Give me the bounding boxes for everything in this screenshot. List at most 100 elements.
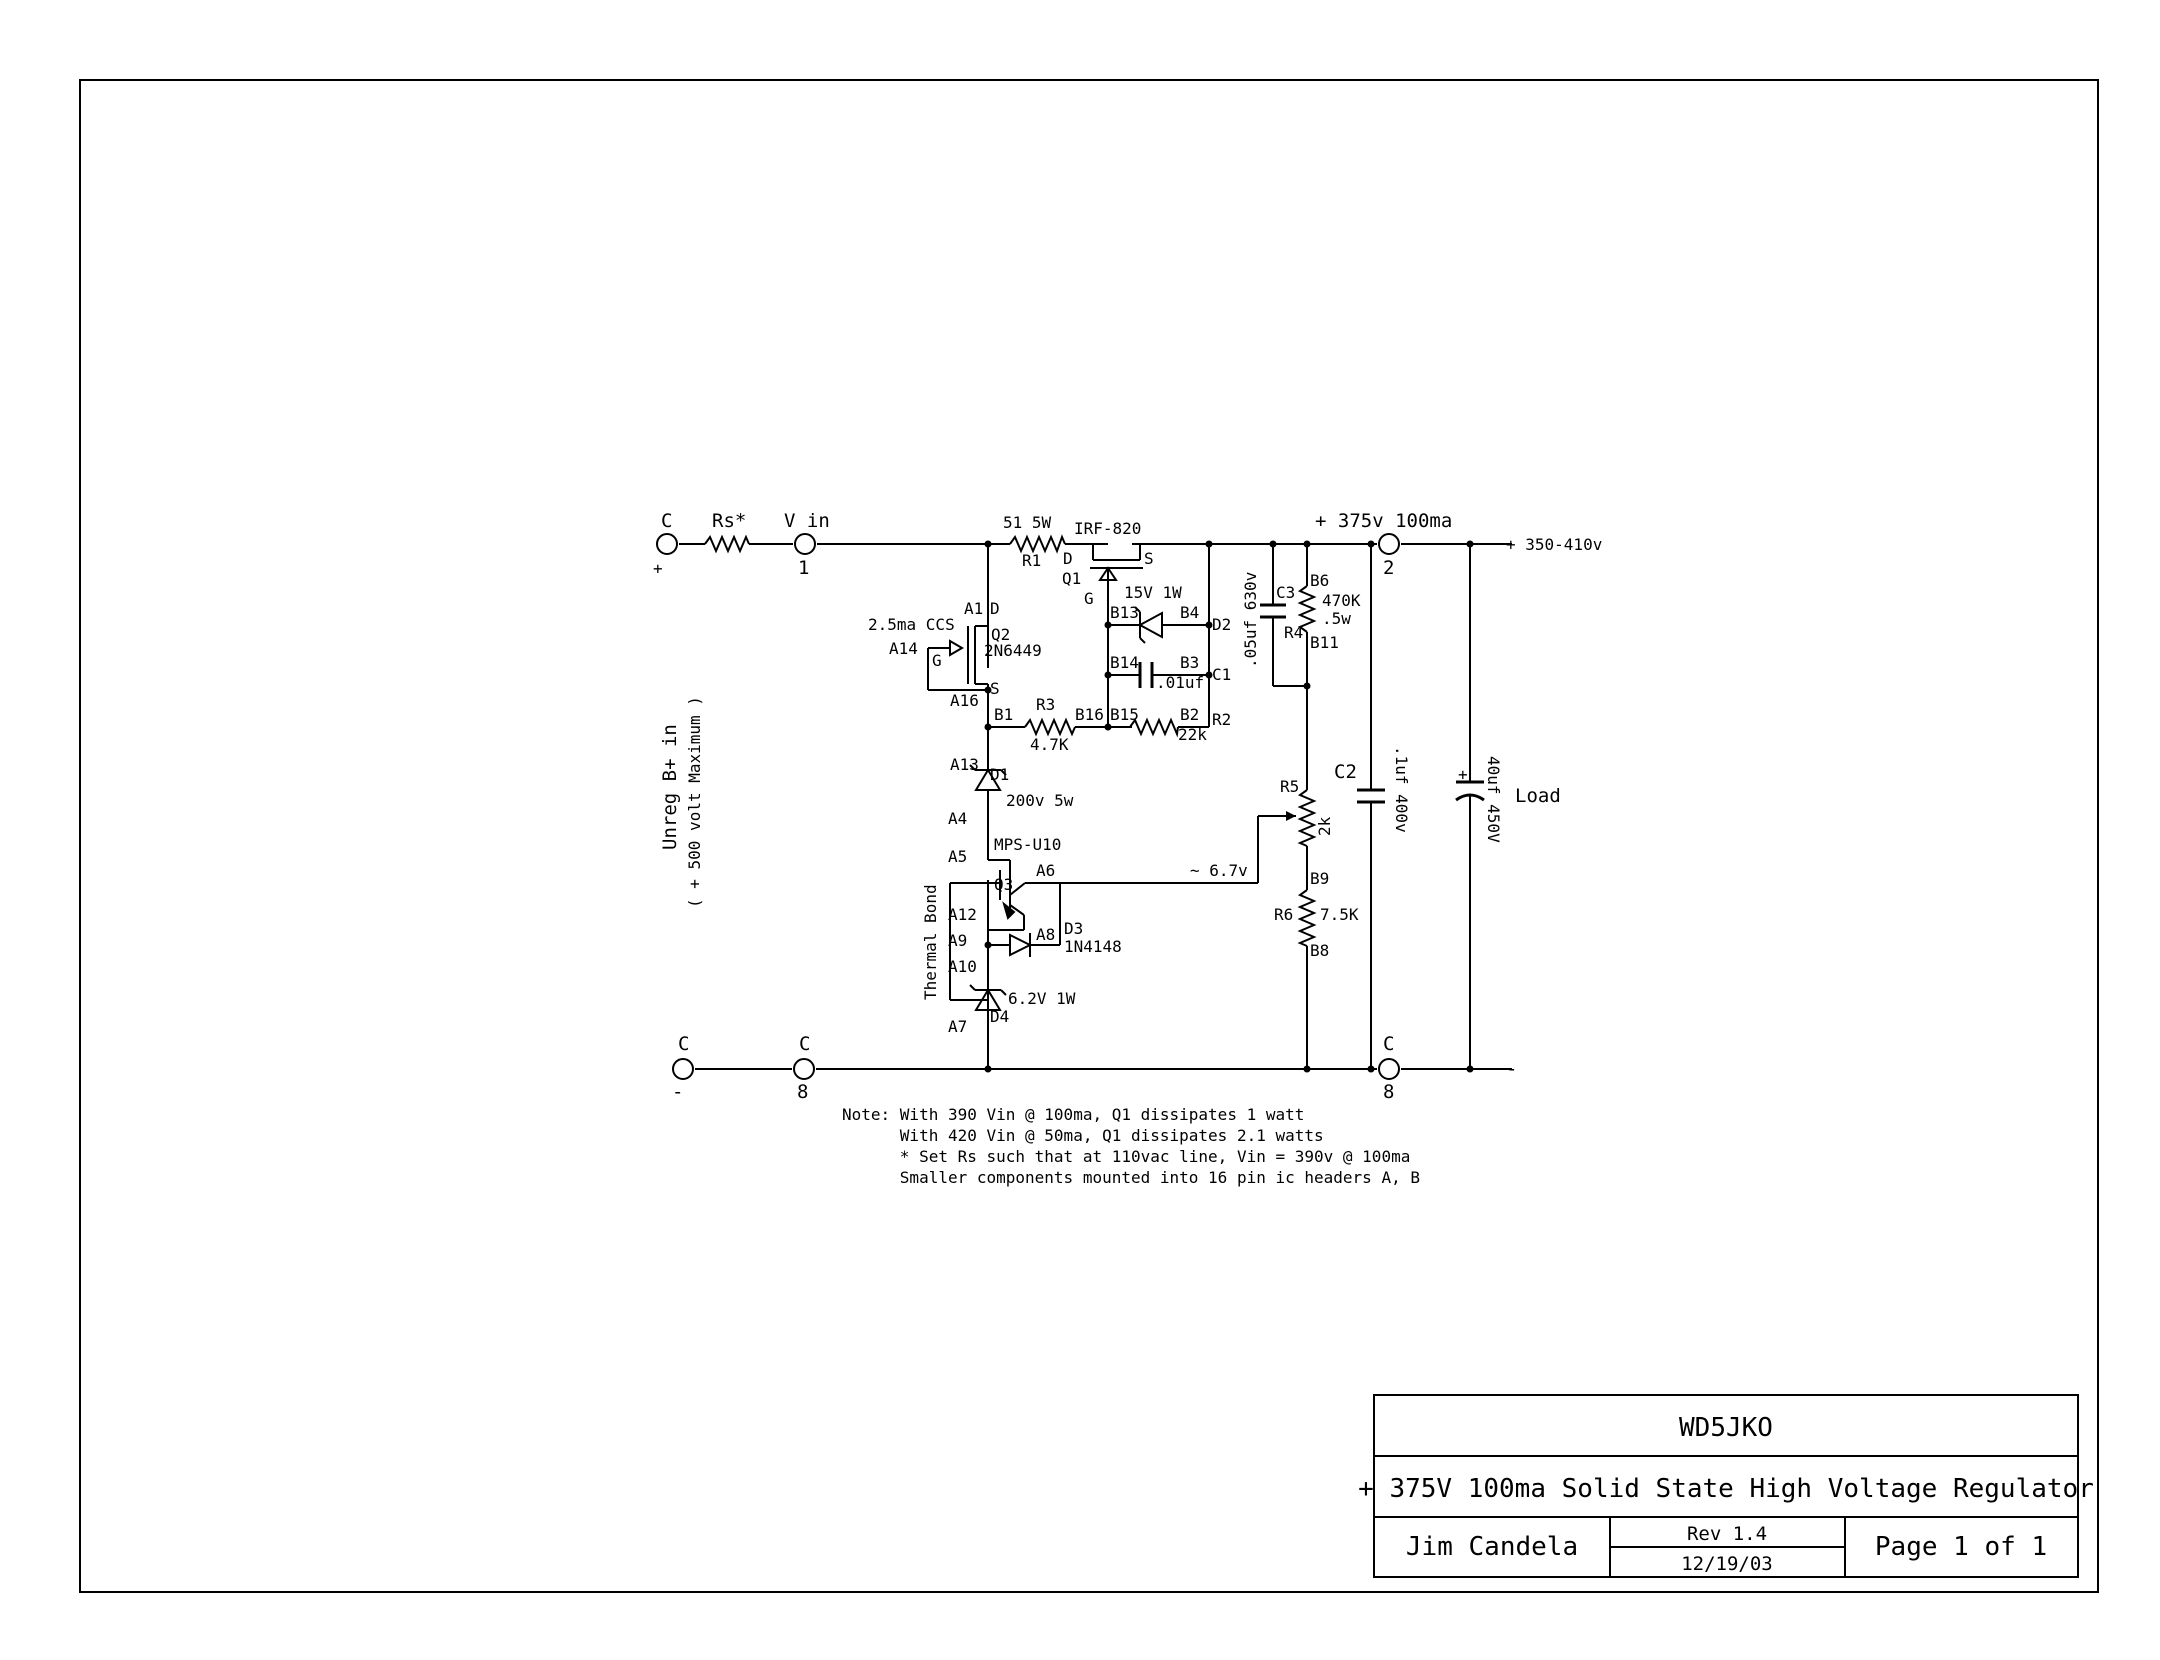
r6-resistor xyxy=(1297,889,1317,947)
output-labels: + 375v 100ma 2 + 350-410v C 8 - Load xyxy=(1315,510,1602,1103)
a1-pin: A1 xyxy=(964,599,983,618)
thermal-bond-label: Thermal Bond xyxy=(921,884,940,1000)
note-line: Smaller components mounted into 16 pin i… xyxy=(842,1168,1420,1187)
zener-d1 xyxy=(969,764,1007,810)
max-voltage-label: ( + 500 volt Maximum ) xyxy=(685,696,704,908)
b1-pin: B1 xyxy=(994,705,1013,724)
c1-capacitor xyxy=(1138,662,1154,688)
q1-s: S xyxy=(1144,549,1154,568)
a16-pin: A16 xyxy=(950,691,979,710)
zener-15v xyxy=(1134,606,1163,644)
company-name: WD5JKO xyxy=(1679,1413,1773,1443)
a8-pin: A8 xyxy=(1036,925,1055,944)
r5-value: 2k xyxy=(1315,816,1334,836)
b3-pin: B3 xyxy=(1180,653,1199,672)
c3-capacitor xyxy=(1260,603,1286,619)
output-pin: 2 xyxy=(1383,557,1394,579)
approx-voltage: ~ 6.7v xyxy=(1190,861,1248,880)
input-neg-sign: - xyxy=(672,1081,683,1103)
r5-wiper-arrow xyxy=(1286,811,1296,821)
c3-value: .05uf 630v xyxy=(1241,572,1260,668)
revision: Rev 1.4 xyxy=(1687,1523,1767,1545)
vin-label: V in xyxy=(784,510,830,532)
r3-value: 4.7K xyxy=(1030,735,1069,754)
r6-value: 7.5K xyxy=(1320,905,1359,924)
r2-name: R2 xyxy=(1212,710,1231,729)
a4-pin: A4 xyxy=(948,809,967,828)
r4-name: R4 xyxy=(1284,623,1303,642)
input-pos-sign: + xyxy=(653,559,663,578)
d3-type: 1N4148 xyxy=(1064,937,1122,956)
note-line: Note: With 390 Vin @ 100ma, Q1 dissipate… xyxy=(842,1105,1304,1124)
b13-pin: B13 xyxy=(1110,603,1139,622)
b8-pin: B8 xyxy=(1310,941,1329,960)
q1-g: G xyxy=(1084,589,1094,608)
r1-resistor xyxy=(1009,534,1066,554)
a5-pin: A5 xyxy=(948,847,967,866)
d3-name: D3 xyxy=(1064,919,1083,938)
component-labels: 51 5W R1 IRF-820 D S Q1 G 15V 1W B13 B4 … xyxy=(868,513,1503,1036)
q2-name: Q2 xyxy=(991,625,1010,644)
q3-type: MPS-U10 xyxy=(994,835,1061,854)
rs-resistor xyxy=(704,534,750,554)
revision-date: 12/19/03 xyxy=(1681,1553,1773,1575)
output-minus: - xyxy=(1506,1058,1517,1080)
d4-name: D4 xyxy=(990,1007,1009,1026)
junctions xyxy=(984,540,1474,1073)
q1-type: IRF-820 xyxy=(1074,519,1141,538)
a9-pin: A9 xyxy=(948,931,967,950)
c1-name: C1 xyxy=(1212,665,1231,684)
r4-value: 470K xyxy=(1322,591,1361,610)
note-line: * Set Rs such that at 110vac line, Vin =… xyxy=(842,1147,1410,1166)
r5-potentiometer xyxy=(1297,789,1317,847)
output-gnd-terminal: C xyxy=(1383,1033,1394,1055)
cout-capacitor xyxy=(1455,780,1485,802)
zener-d4 xyxy=(969,984,1007,1011)
b16-pin: B16 xyxy=(1075,705,1104,724)
ccs-label: 2.5ma CCS xyxy=(868,615,955,634)
q1-mosfet xyxy=(1090,544,1143,581)
q1-d: D xyxy=(1063,549,1073,568)
r6-name: R6 xyxy=(1274,905,1293,924)
terminals xyxy=(656,533,1400,1080)
c3-name: C3 xyxy=(1276,583,1295,602)
output-gnd-pin: 8 xyxy=(1383,1081,1394,1103)
b9-pin: B9 xyxy=(1310,869,1329,888)
vin-pin: 1 xyxy=(798,557,809,579)
b2-pin: B2 xyxy=(1180,705,1199,724)
c1-value: .01uf xyxy=(1156,673,1204,692)
r4-watt: .5w xyxy=(1322,609,1351,628)
notes: Note: With 390 Vin @ 100ma, Q1 dissipate… xyxy=(842,1105,1420,1187)
page-number: Page 1 of 1 xyxy=(1875,1532,2047,1562)
note-line: With 420 Vin @ 50ma, Q1 dissipates 2.1 w… xyxy=(842,1126,1324,1145)
r1-name: R1 xyxy=(1022,551,1041,570)
d4-value: 6.2V 1W xyxy=(1008,989,1076,1008)
q2-s: S xyxy=(990,679,1000,698)
page-border xyxy=(79,79,2099,1593)
a12-pin: A12 xyxy=(948,905,977,924)
q1-name: Q1 xyxy=(1062,569,1081,588)
d1-value: 200v 5w xyxy=(1006,791,1074,810)
input-neg-terminal: C xyxy=(678,1033,689,1055)
gnd-pin: 8 xyxy=(797,1081,808,1103)
author-name: Jim Candela xyxy=(1406,1532,1578,1562)
output-voltage-label: + 375v 100ma xyxy=(1315,510,1452,532)
a13-pin: A13 xyxy=(950,755,979,774)
b6-pin: B6 xyxy=(1310,571,1329,590)
b14-pin: B14 xyxy=(1110,653,1139,672)
cout-plus: + xyxy=(1458,765,1468,784)
diode-d3 xyxy=(1009,933,1033,957)
q3-transistor xyxy=(999,870,1016,920)
q2-d: D xyxy=(990,599,1000,618)
d1-name: D1 xyxy=(990,765,1009,784)
r1-value: 51 5W xyxy=(1003,513,1052,532)
r5-name: R5 xyxy=(1280,777,1299,796)
r3-resistor xyxy=(1024,717,1076,737)
r3-name: R3 xyxy=(1036,695,1055,714)
c2-capacitor xyxy=(1357,788,1385,804)
wiring xyxy=(679,543,1512,1070)
load-label: Load xyxy=(1515,785,1561,807)
b15-pin: B15 xyxy=(1110,705,1139,724)
r4-resistor xyxy=(1297,585,1317,633)
